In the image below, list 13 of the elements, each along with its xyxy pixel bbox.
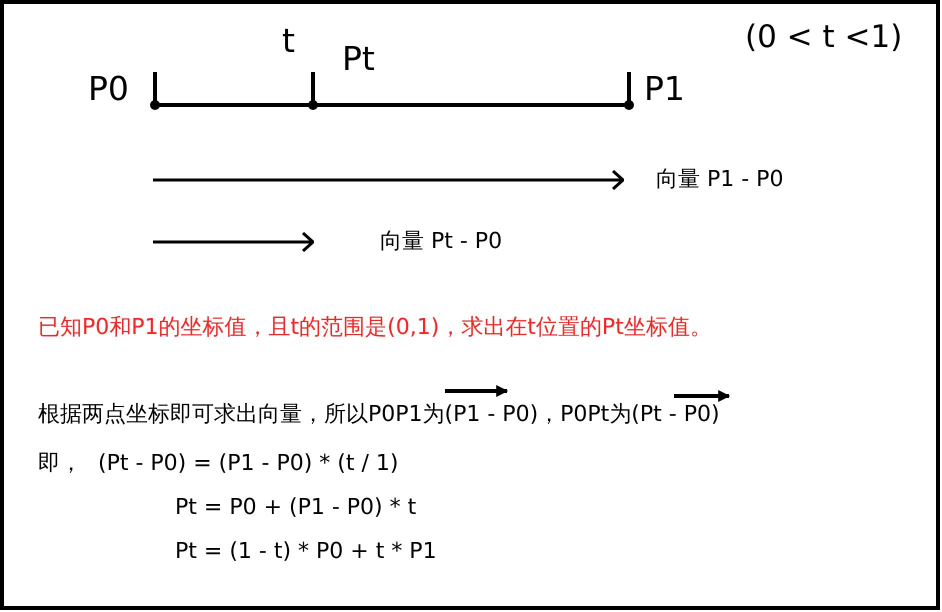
point-label: t: [282, 22, 295, 60]
formula-text: (Pt - P0) = (P1 - P0) * (t / 1): [98, 451, 398, 476]
vector-label: 向量 P1 - P0: [656, 167, 784, 192]
point-label: Pt: [342, 40, 375, 78]
formula-text: Pt = (1 - t) * P0 + t * P1: [175, 539, 437, 564]
explanation-text: 根据两点坐标即可求出向量，所以P0P1为(P1 - P0)，P0Pt为(Pt - P0): [38, 402, 720, 428]
range-note: (0 < t <1): [745, 20, 902, 56]
explanation-text: 即，: [38, 451, 82, 476]
problem-statement: 已知P0和P1的坐标值，且t的范围是(0,1)，求出在t位置的Pt坐标值。: [38, 315, 712, 340]
point-label: P1: [644, 70, 685, 108]
formula-text: Pt = P0 + (P1 - P0) * t: [175, 495, 416, 520]
vector-label: 向量 Pt - P0: [380, 229, 502, 254]
point-label: P0: [88, 70, 129, 108]
